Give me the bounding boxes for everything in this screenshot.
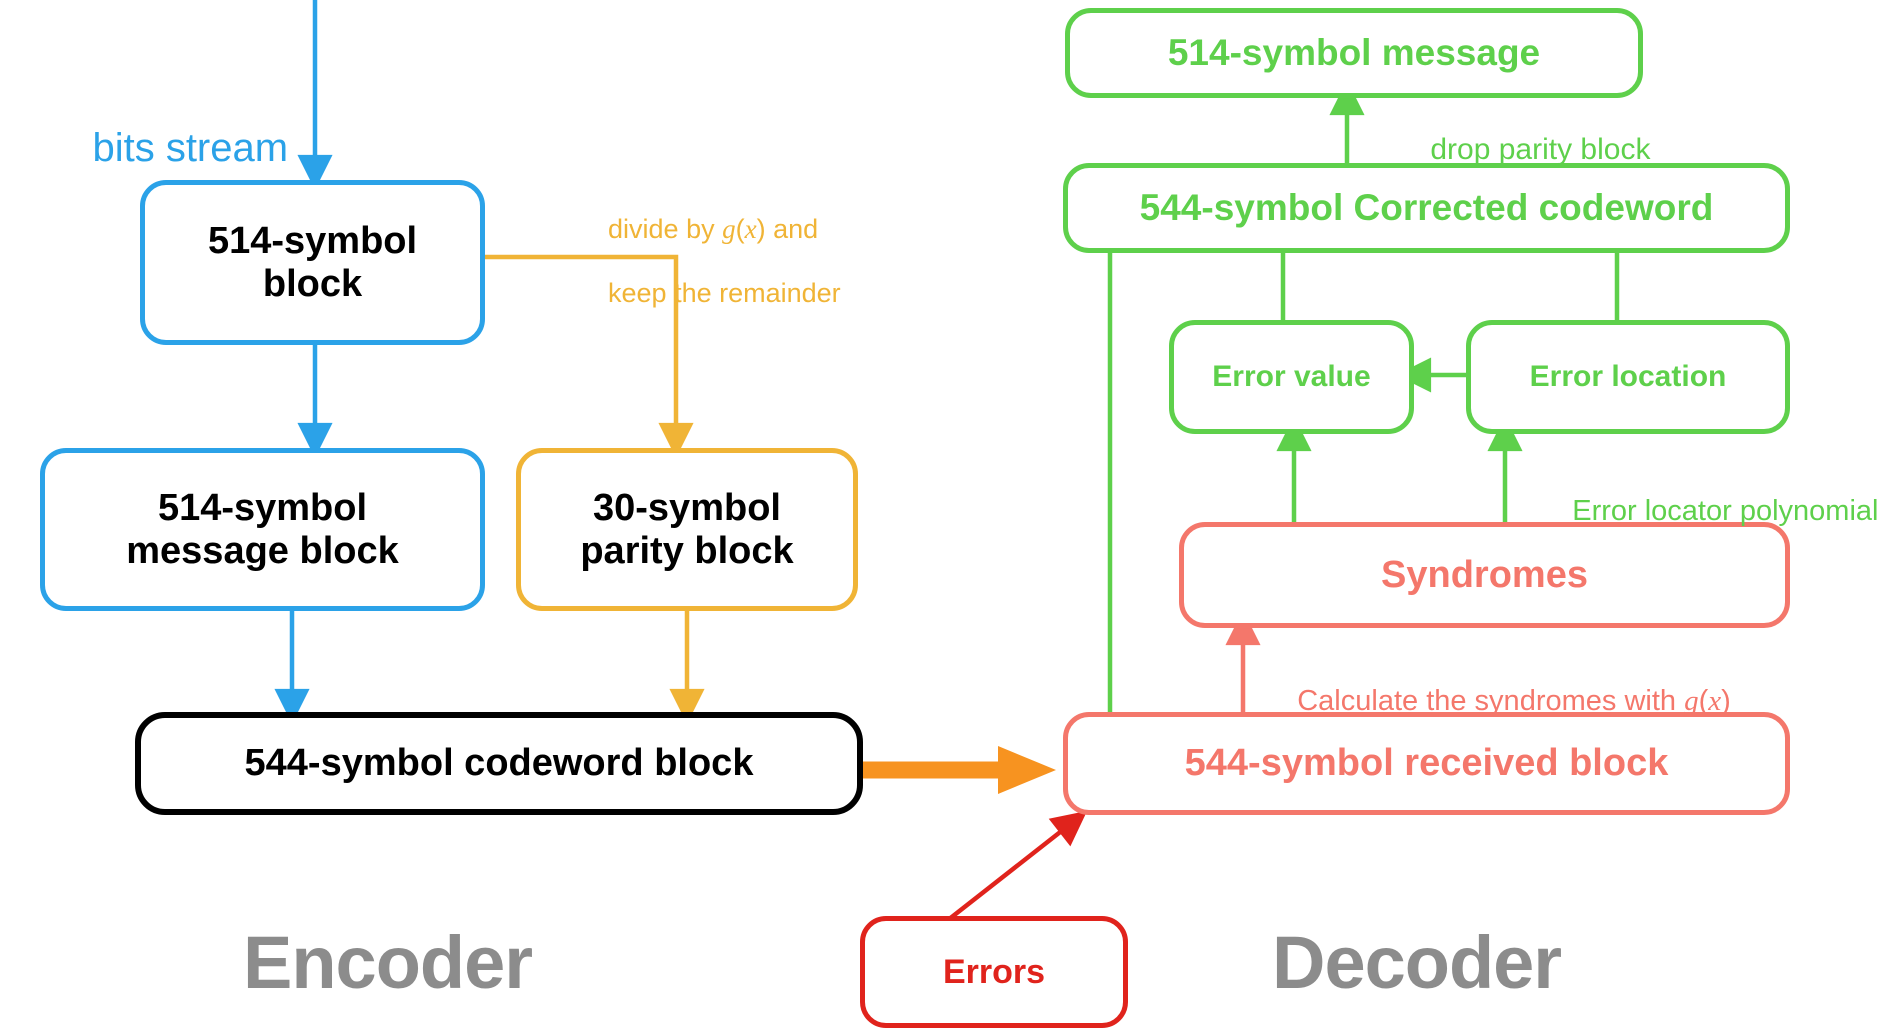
locator-poly-note: Error locator polynomial bbox=[1572, 495, 1879, 528]
node-corrected-codeword[interactable]: 544-symbol Corrected codeword bbox=[1063, 163, 1790, 253]
received-block-label: 544-symbol received block bbox=[1184, 742, 1669, 785]
node-errors[interactable]: Errors bbox=[860, 916, 1128, 1028]
node-decoded-message[interactable]: 514-symbol message bbox=[1065, 8, 1643, 98]
syndrome-calc-text: Calculate the syndromes with g(x) bbox=[1297, 685, 1731, 718]
node-codeword-block[interactable]: 544-symbol codeword block bbox=[135, 712, 863, 815]
divide-note: divide by g(x) and keep the remainder bbox=[578, 182, 841, 341]
divide-note-line2: keep the remainder bbox=[608, 277, 841, 308]
wire-codeword-to-received bbox=[862, 746, 1056, 794]
decoded-message-label: 514-symbol message bbox=[1167, 32, 1541, 74]
message-block-line2: message block bbox=[126, 529, 399, 572]
syndrome-calc-note: Calculate the syndromes with g(x) bbox=[1265, 650, 1731, 753]
parity-block-line1: 30-symbol bbox=[593, 486, 781, 529]
codeword-block-label: 544-symbol codeword block bbox=[244, 742, 754, 785]
node-error-location[interactable]: Error location bbox=[1466, 320, 1790, 434]
divide-note-line1: divide by g(x) and bbox=[608, 213, 819, 244]
node-message-block[interactable]: 514-symbol message block bbox=[40, 448, 485, 611]
node-source-block[interactable]: 514-symbol block bbox=[140, 180, 485, 345]
error-location-label: Error location bbox=[1529, 360, 1727, 394]
caption-encoder: Encoder bbox=[243, 921, 533, 1004]
bits-stream-label: bits stream bbox=[92, 126, 289, 171]
corrected-codeword-label: 544-symbol Corrected codeword bbox=[1139, 187, 1714, 229]
syndromes-label: Syndromes bbox=[1381, 553, 1588, 596]
node-parity-block[interactable]: 30-symbol parity block bbox=[516, 448, 858, 611]
errors-label: Errors bbox=[942, 952, 1046, 991]
source-block-line2: block bbox=[262, 262, 363, 305]
error-value-label: Error value bbox=[1212, 360, 1371, 394]
source-block-line1: 514-symbol bbox=[207, 219, 418, 262]
node-received-block[interactable]: 544-symbol received block bbox=[1063, 712, 1790, 815]
caption-decoder: Decoder bbox=[1272, 921, 1562, 1004]
parity-block-line2: parity block bbox=[580, 529, 794, 572]
node-syndromes[interactable]: Syndromes bbox=[1179, 522, 1790, 628]
message-block-line1: 514-symbol bbox=[157, 486, 368, 529]
drop-parity-note: drop parity block bbox=[1430, 133, 1651, 167]
node-error-value[interactable]: Error value bbox=[1169, 320, 1414, 434]
wire-source-to-parity bbox=[484, 254, 694, 459]
